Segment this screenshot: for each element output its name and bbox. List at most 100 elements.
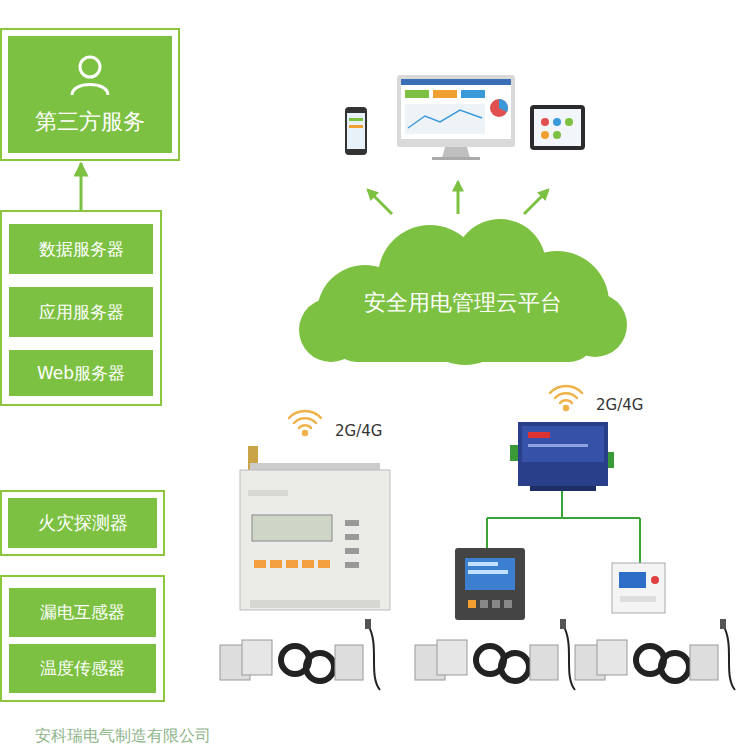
panel-meter bbox=[480, 600, 488, 608]
monitor-icon bbox=[408, 110, 482, 128]
monitoring-module bbox=[318, 560, 330, 568]
phone-icon bbox=[345, 107, 367, 155]
service-box: 数据服务器 bbox=[9, 224, 153, 274]
cloud-to-device-arrow bbox=[524, 190, 548, 214]
monitor-icon bbox=[461, 90, 485, 98]
watermark: 安科瑞电气制造有限公司 bbox=[35, 726, 211, 747]
current-sensor bbox=[563, 625, 575, 690]
current-sensor bbox=[335, 645, 363, 680]
rail-meter bbox=[651, 576, 659, 584]
gateway-wire bbox=[561, 491, 563, 518]
monitoring-module bbox=[345, 534, 359, 540]
current-sensor bbox=[501, 653, 529, 681]
panel-meter bbox=[492, 600, 500, 608]
service-box: Web服务器 bbox=[9, 350, 153, 396]
gateway-wire bbox=[639, 518, 641, 563]
monitor-icon bbox=[432, 157, 480, 160]
cloud-to-device-arrow bbox=[457, 182, 460, 214]
monitoring-module bbox=[254, 560, 266, 568]
monitor-icon bbox=[490, 99, 508, 117]
service-box: 火灾探测器 bbox=[0, 490, 165, 556]
box-label: 应用服务器 bbox=[39, 301, 124, 324]
person-icon bbox=[72, 84, 108, 95]
current-sensor bbox=[530, 645, 558, 680]
monitor-icon bbox=[397, 75, 515, 147]
monitor-icon bbox=[405, 104, 485, 134]
panel-meter bbox=[465, 558, 515, 590]
box-label: 火灾探测器 bbox=[38, 511, 128, 535]
monitor-icon bbox=[433, 90, 457, 98]
cloud-text-area: 安全用电管理云平台 bbox=[295, 215, 630, 365]
gateway-wire bbox=[487, 517, 640, 519]
panel-meter bbox=[468, 570, 508, 574]
tablet-icon bbox=[530, 105, 585, 150]
wifi-symbol bbox=[289, 411, 321, 418]
service-box: 应用服务器 bbox=[9, 287, 153, 337]
panel-meter bbox=[455, 548, 525, 620]
current-sensor bbox=[720, 619, 726, 629]
panel-meter bbox=[504, 600, 512, 608]
current-sensor bbox=[575, 619, 735, 690]
monitoring-module bbox=[250, 600, 380, 608]
connector-arrow bbox=[80, 163, 83, 210]
cloud-to-device-arrow bbox=[368, 182, 548, 214]
gateway-wire bbox=[486, 518, 488, 548]
monitoring-module bbox=[270, 560, 282, 568]
monitoring-module bbox=[345, 562, 359, 568]
current-sensor bbox=[368, 625, 380, 690]
monitor-icon bbox=[442, 147, 470, 158]
current-sensor bbox=[242, 640, 272, 675]
monitoring-module bbox=[286, 560, 298, 568]
service-box: 第三方服务 bbox=[0, 28, 180, 161]
wifi-symbol bbox=[550, 386, 582, 393]
monitoring-module bbox=[240, 470, 390, 610]
wifi-symbol bbox=[555, 393, 577, 398]
gateway-device bbox=[510, 422, 614, 491]
current-sensor bbox=[597, 640, 627, 675]
monitor-icon bbox=[401, 79, 511, 85]
rail-meter bbox=[620, 596, 656, 602]
gateway-device bbox=[530, 486, 596, 491]
tablet-icon bbox=[553, 118, 561, 126]
tablet-icon bbox=[541, 131, 549, 139]
phone-icon bbox=[345, 107, 367, 155]
monitor-icon bbox=[499, 99, 508, 112]
box-label: 第三方服务 bbox=[35, 107, 145, 137]
monitor-icon bbox=[405, 90, 429, 98]
monitoring-module bbox=[345, 548, 359, 554]
wifi-symbol bbox=[294, 418, 316, 423]
wifi-symbol bbox=[560, 400, 572, 403]
current-sensor bbox=[661, 653, 689, 681]
current-sensor bbox=[690, 645, 718, 680]
wifi-symbol bbox=[564, 406, 568, 410]
tablet-icon bbox=[565, 118, 573, 126]
rail-meter bbox=[612, 563, 665, 613]
current-sensor bbox=[220, 619, 380, 690]
panel-meter bbox=[468, 600, 476, 608]
panel-meter bbox=[468, 562, 498, 566]
wifi-symbol bbox=[299, 425, 311, 428]
monitor-icon bbox=[397, 75, 515, 160]
current-sensor bbox=[723, 625, 735, 690]
current-sensor bbox=[560, 619, 566, 629]
box-label: 数据服务器 bbox=[39, 238, 124, 261]
box-label: Web服务器 bbox=[37, 362, 125, 385]
current-sensor bbox=[437, 640, 467, 675]
cloud-platform: 安全用电管理云平台 bbox=[295, 215, 630, 365]
tablet-icon bbox=[553, 131, 561, 139]
wifi-symbol bbox=[303, 431, 307, 435]
box-label: 温度传感器 bbox=[40, 657, 125, 680]
monitoring-module bbox=[345, 520, 359, 526]
gateway-device bbox=[528, 432, 550, 438]
rail-meter bbox=[612, 563, 665, 613]
gateway-device bbox=[518, 422, 608, 486]
tablet-icon bbox=[530, 105, 585, 150]
rail-meter bbox=[619, 572, 646, 588]
service-box: 漏电互感器 bbox=[9, 588, 156, 637]
service-box: 温度传感器 bbox=[9, 644, 156, 693]
network-label: 2G/4G bbox=[335, 422, 382, 440]
monitoring-module bbox=[240, 446, 390, 610]
network-label: 2G/4G bbox=[596, 396, 643, 414]
group-box: 数据服务器应用服务器 Web服务器 bbox=[0, 210, 162, 406]
